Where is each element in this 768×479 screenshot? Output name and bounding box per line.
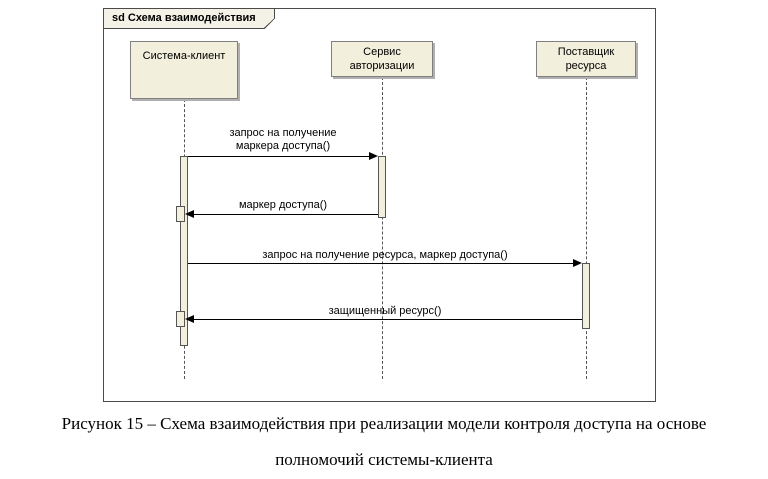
arrowhead-right-icon — [369, 152, 378, 160]
arrowhead-right-icon — [573, 259, 582, 267]
frame-title: sd Схема взаимодействия — [104, 9, 274, 28]
figure-caption-line-1: Рисунок 15 – Схема взаимодействия при ре… — [61, 414, 707, 433]
lifeline-auth-service — [382, 77, 383, 379]
lifeline-head-resource-provider: Поставщик ресурса — [536, 41, 636, 77]
activation-client-nested-2 — [176, 311, 185, 327]
arrowhead-left-icon — [185, 315, 194, 323]
activation-client-main — [180, 156, 188, 346]
message-line-request-resource — [188, 263, 574, 264]
figure-caption-line-2: полномочий системы-клиента — [275, 450, 493, 469]
message-label-request-token: запрос на получение маркера доступа() — [229, 127, 337, 152]
activation-client-nested-1 — [176, 206, 185, 222]
arrowhead-left-icon — [185, 210, 194, 218]
message-label-token: маркер доступа() — [238, 199, 328, 211]
message-line-protected-resource — [194, 319, 582, 320]
message-label-protected-resource: защищенный ресурс() — [328, 305, 442, 317]
lifeline-head-auth-service: Сервис авторизации — [331, 41, 433, 77]
activation-auth-service — [378, 156, 386, 218]
message-line-request-token — [188, 156, 370, 157]
lifeline-head-client: Система-клиент — [130, 41, 238, 99]
lifeline-resource-provider — [586, 77, 587, 379]
activation-resource-provider — [582, 263, 590, 329]
message-label-request-resource: запрос на получение ресурса, маркер дост… — [262, 249, 508, 261]
sequence-diagram-frame: sd Схема взаимодействия Система-клиент С… — [103, 8, 656, 402]
message-line-token — [194, 214, 378, 215]
